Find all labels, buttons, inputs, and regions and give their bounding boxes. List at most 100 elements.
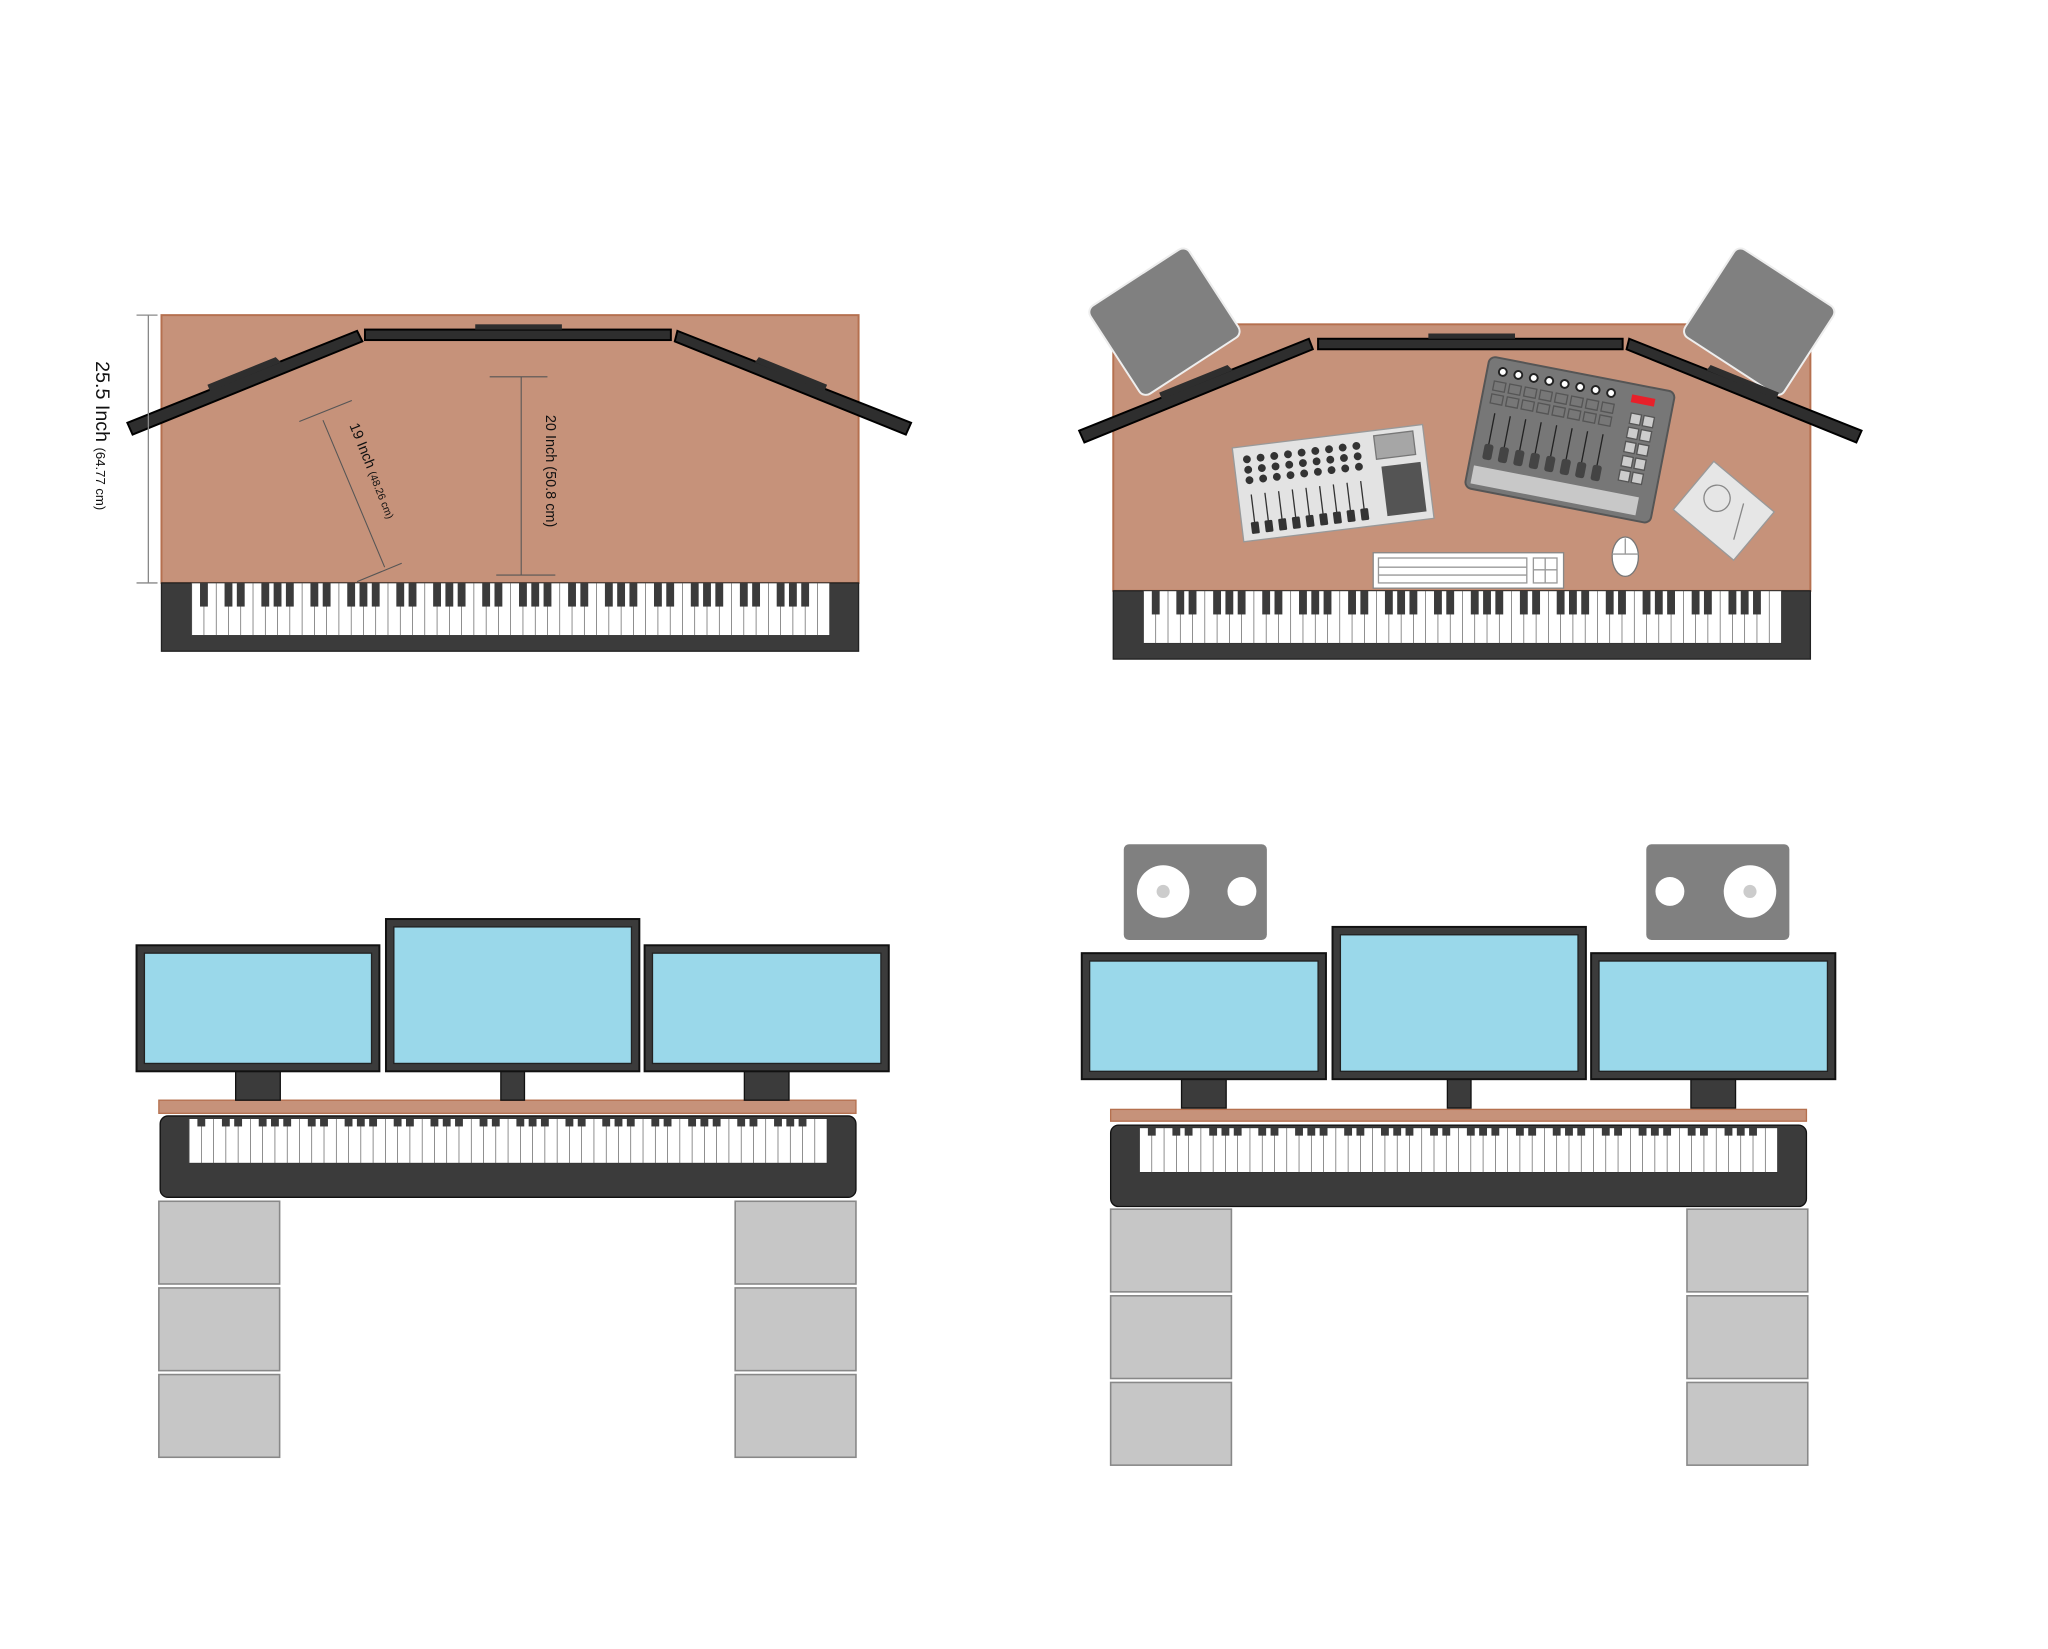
desk-legs [158, 1200, 281, 1459]
monitor-stand [1446, 1078, 1472, 1109]
leg-block [734, 1373, 857, 1459]
black-key [1728, 590, 1737, 615]
black-key [1405, 1127, 1414, 1136]
black-key [1307, 1127, 1316, 1136]
button [1622, 440, 1637, 455]
black-key [1532, 590, 1541, 615]
black-key [786, 1118, 795, 1127]
keyboard-front [1109, 1124, 1808, 1208]
black-key [1430, 1127, 1438, 1136]
fader [1575, 461, 1587, 479]
black-key [1221, 1127, 1230, 1136]
monitor-stand [234, 1070, 281, 1101]
black-key [1466, 1127, 1475, 1136]
knob [1259, 474, 1268, 483]
black-key [369, 1118, 378, 1127]
black-key [739, 582, 748, 607]
black-key [1740, 590, 1749, 615]
black-key [1605, 590, 1614, 615]
black-key [1491, 1127, 1500, 1136]
knob [1497, 367, 1508, 377]
black-key [1434, 590, 1442, 615]
black-key [565, 1118, 574, 1127]
monitor-stand [1690, 1078, 1737, 1109]
desk-surface [160, 314, 860, 584]
black-key [344, 1118, 353, 1127]
knob [1341, 464, 1350, 473]
black-key [1724, 1127, 1733, 1136]
black-key [479, 1118, 488, 1127]
monitor-left-top [1077, 337, 1315, 444]
button [1633, 457, 1647, 472]
black-key [1323, 590, 1332, 615]
monitor-center-top [1317, 333, 1624, 351]
fader [1544, 455, 1556, 473]
knob [1559, 379, 1570, 389]
black-key [1483, 590, 1491, 615]
black-key [285, 582, 294, 607]
black-key [540, 1118, 549, 1127]
black-key [749, 1118, 758, 1127]
knob [1340, 454, 1348, 462]
knob [1575, 382, 1586, 392]
black-key [393, 1118, 402, 1127]
black-key [690, 582, 699, 607]
black-key [1687, 1127, 1696, 1136]
button [1635, 443, 1650, 457]
pad [1522, 386, 1538, 400]
fader [1360, 508, 1370, 521]
black-key [405, 1118, 414, 1127]
center-label-cm: (50.8 cm) [542, 466, 558, 527]
black-key [703, 582, 711, 607]
button [1628, 412, 1643, 427]
button [1617, 468, 1632, 483]
black-key [408, 582, 417, 607]
pad [1491, 380, 1507, 394]
turntable-controller [1672, 460, 1776, 562]
black-key [700, 1118, 709, 1127]
keyboard-top [1112, 590, 1812, 660]
fader [1291, 516, 1301, 529]
black-key [359, 582, 368, 607]
pad [1520, 399, 1536, 412]
leg-block [158, 1287, 281, 1372]
svg-text:20 Inch (50.8 cm): 20 Inch (50.8 cm) [542, 415, 558, 527]
black-key [688, 1118, 697, 1127]
black-key [273, 582, 282, 607]
black-key [1446, 590, 1455, 615]
depth-label-cm: (64.77 cm) [93, 448, 108, 511]
knob [1257, 464, 1266, 473]
black-key [455, 1118, 463, 1127]
knob [1353, 452, 1362, 461]
monitor-center-front [384, 918, 641, 1101]
black-key [774, 1118, 782, 1127]
knob [1312, 457, 1321, 466]
knob [1326, 455, 1335, 464]
pad [1551, 405, 1567, 418]
black-key [1703, 590, 1712, 615]
monitor-screen [651, 952, 882, 1065]
svg-text:25.5 Inch (64.77 cm): 25.5 Inch (64.77 cm) [91, 361, 113, 510]
black-key [396, 582, 405, 607]
monitor-right-top [673, 329, 913, 436]
fader [1590, 464, 1602, 482]
black-key [1356, 1127, 1365, 1136]
black-key [1519, 590, 1528, 615]
knob [1244, 465, 1253, 474]
black-key [1552, 1127, 1561, 1136]
knob [1297, 448, 1306, 457]
pad [1582, 411, 1598, 424]
black-key [1601, 1127, 1610, 1136]
depth-label: 25.5 Inch [91, 361, 113, 442]
black-key [653, 582, 662, 607]
fader [1264, 519, 1274, 533]
pad [1600, 401, 1616, 415]
black-key [1397, 590, 1406, 615]
black-key [320, 1118, 328, 1127]
button [1630, 471, 1645, 486]
black-key [1581, 590, 1590, 615]
black-key [1184, 1127, 1193, 1136]
pad [1597, 414, 1613, 427]
monitor-stand [1180, 1078, 1227, 1109]
black-key [614, 1118, 623, 1127]
